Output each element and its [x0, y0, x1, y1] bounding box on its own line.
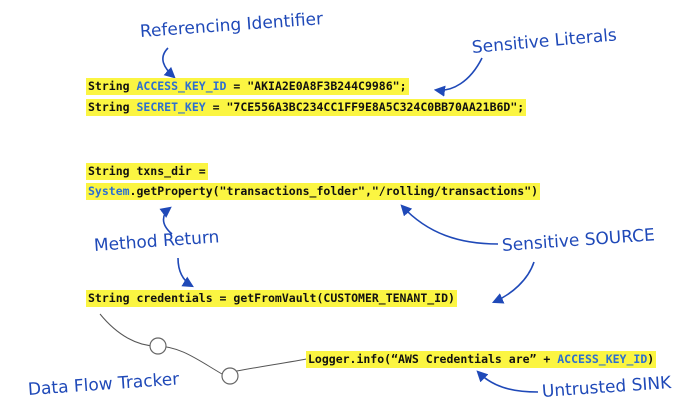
arrow-icon: [159, 206, 173, 235]
code-type: String: [88, 100, 137, 114]
code-line-get-property: System.getProperty("transactions_folder"…: [86, 183, 541, 200]
get-property-call: .getProperty("transactions_folder","/rol…: [129, 184, 539, 198]
code-line-credentials: String credentials = getFromVault(CUSTOM…: [86, 290, 457, 307]
logger-call-end: ): [647, 352, 655, 366]
access-key-identifier: ACCESS_KEY_ID: [136, 79, 227, 93]
logger-access-key-identifier: ACCESS_KEY_ID: [557, 352, 648, 366]
code-type: String: [88, 79, 137, 93]
arrow-icon: [177, 257, 194, 288]
flow-node-icon: [149, 337, 167, 355]
code-line-txns-dir: String txns_dir =: [86, 163, 208, 180]
arrow-icon: [400, 204, 499, 245]
arrow-icon: [433, 57, 483, 97]
logger-call: Logger.info(“AWS Credentials are” +: [308, 352, 558, 366]
secret-key-literal: = "7CE556A3BC234CC1FF9E8A5C324C0BB70AA21…: [205, 100, 525, 114]
arrow-icon: [162, 47, 176, 79]
secret-key-identifier: SECRET_KEY: [136, 100, 206, 114]
flow-node-icon: [221, 367, 239, 385]
flow-line: [99, 313, 313, 375]
access-key-literal: = "AKIA2E0A8F3B244C9986";: [226, 79, 407, 93]
arrow-icon: [476, 370, 539, 393]
arrow-icon: [491, 261, 535, 304]
code-line-access-key: String ACCESS_KEY_ID = "AKIA2E0A8F3B244C…: [86, 78, 409, 95]
code-line-secret-key: String SECRET_KEY = "7CE556A3BC234CC1FF9…: [86, 99, 527, 116]
code-line-logger: Logger.info(“AWS Credentials are” + ACCE…: [306, 351, 657, 368]
system-identifier: System: [88, 184, 130, 198]
